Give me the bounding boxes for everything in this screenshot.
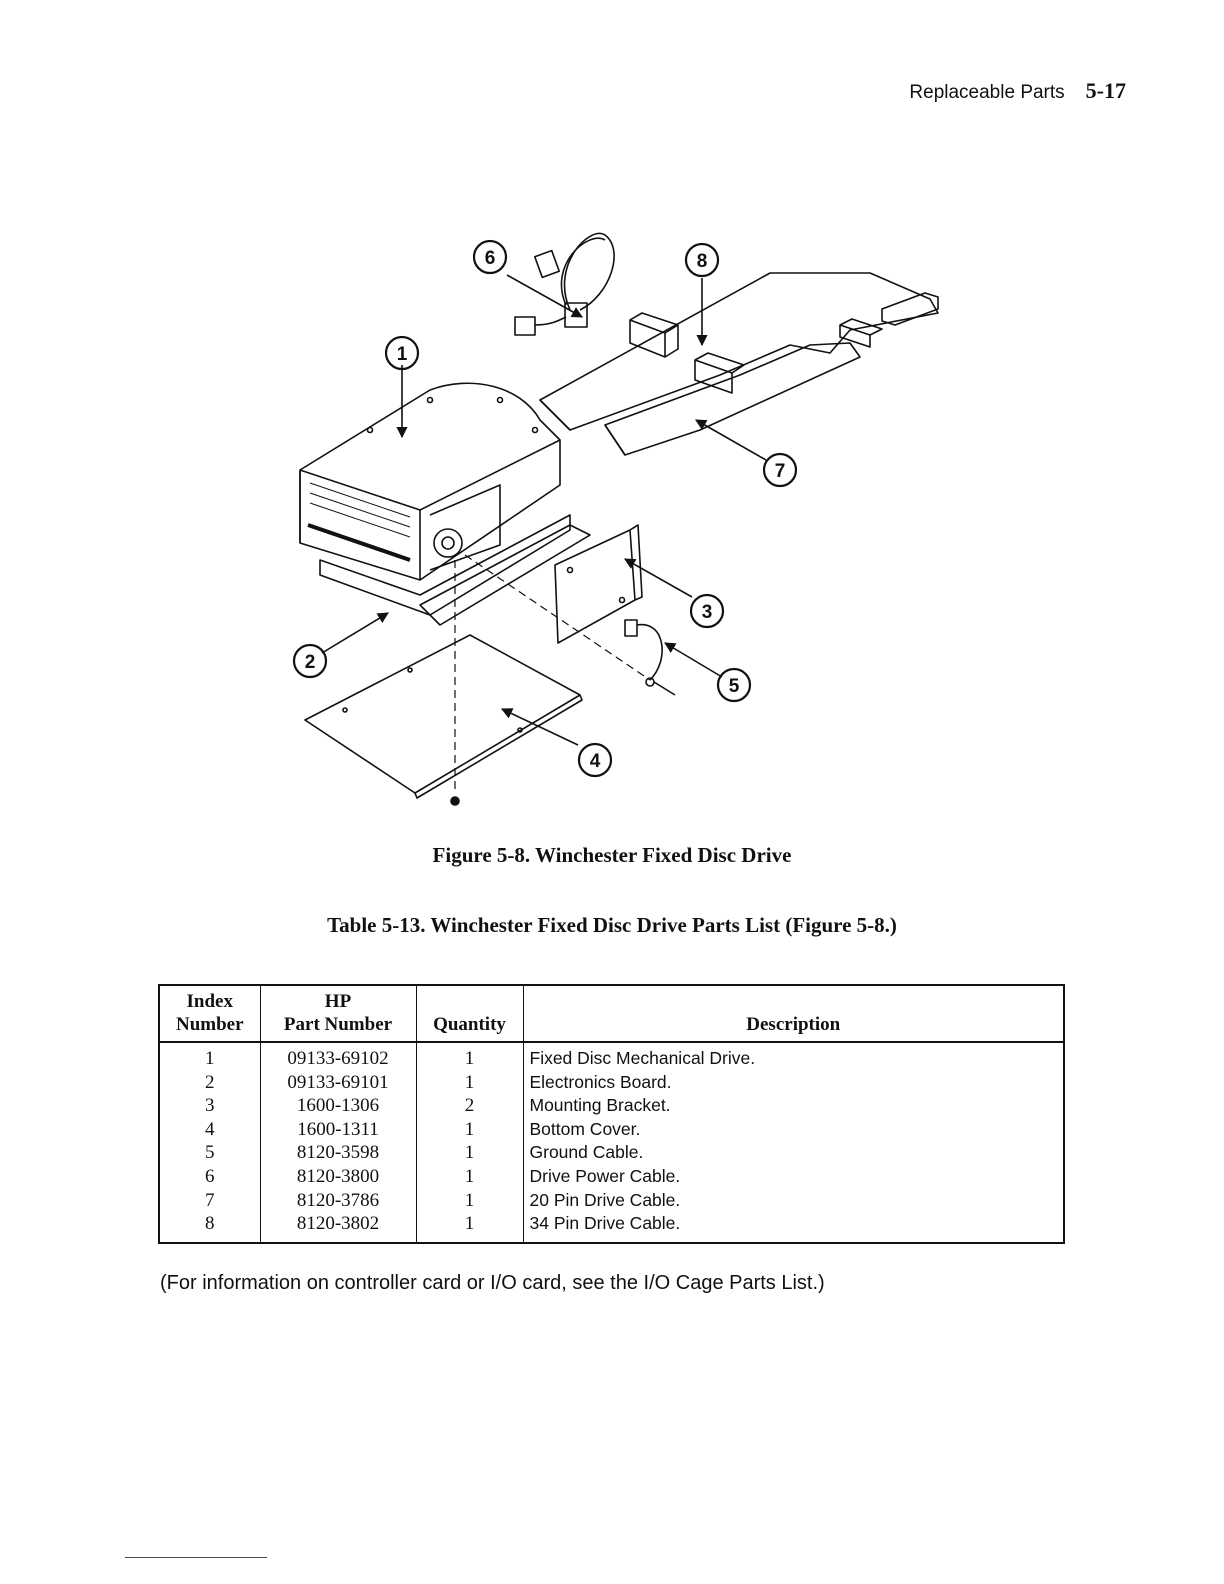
header-part-line2: Part Number — [283, 1014, 393, 1035]
callout-6: 6 — [472, 239, 508, 275]
cell-index: 3 — [158, 1094, 261, 1118]
cell-index: 8 — [158, 1212, 261, 1243]
cell-index: 6 — [158, 1164, 261, 1189]
cell-part-number: 8120-3802 — [259, 1212, 417, 1243]
cell-description: Mounting Bracket. — [522, 1094, 1065, 1118]
power-cable-drawing — [514, 232, 615, 336]
electronics-board-drawing — [419, 524, 591, 626]
cell-description: Electronics Board. — [522, 1070, 1065, 1095]
svg-text:8: 8 — [697, 251, 708, 272]
page-number: 5-17 — [1085, 78, 1126, 103]
ribbon-cables-drawing — [539, 272, 939, 456]
cell-index: 1 — [158, 1042, 261, 1071]
footer-rule — [125, 1557, 267, 1558]
cell-quantity: 1 — [415, 1117, 524, 1142]
cell-quantity: 1 — [415, 1141, 524, 1165]
callout-4: 4 — [577, 742, 613, 778]
svg-text:1: 1 — [397, 344, 408, 365]
cell-index: 2 — [158, 1070, 261, 1095]
bottom-cover-drawing — [304, 634, 583, 799]
table-header-row: Index Number HP Part Number Quantity Des… — [158, 985, 1065, 1043]
cell-index: 7 — [158, 1188, 261, 1213]
cell-description: Drive Power Cable. — [522, 1164, 1065, 1189]
table-row: 8 8120-3802 1 34 Pin Drive Cable. — [158, 1212, 1065, 1243]
table-title: Table 5-13. Winchester Fixed Disc Drive … — [327, 913, 897, 937]
header-index-line1: Index — [186, 991, 233, 1012]
svg-text:5: 5 — [729, 676, 740, 697]
svg-text:7: 7 — [775, 461, 786, 482]
header-index-number: Index Number — [158, 985, 261, 1043]
header-part-number: HP Part Number — [259, 985, 417, 1043]
cell-description: 34 Pin Drive Cable. — [522, 1212, 1065, 1243]
ground-cable-drawing — [624, 619, 676, 696]
figure-caption: Figure 5-8. Winchester Fixed Disc Drive — [432, 843, 792, 867]
callout-3: 3 — [689, 593, 725, 629]
cell-quantity: 2 — [415, 1094, 524, 1118]
cell-description: Ground Cable. — [522, 1141, 1065, 1165]
exploded-view-drawing: 1 2 3 4 5 6 7 8 — [292, 232, 939, 806]
header-index-line2: Number — [175, 1014, 244, 1035]
svg-text:6: 6 — [485, 248, 496, 269]
table-row: 4 1600-1311 1 Bottom Cover. — [158, 1117, 1065, 1142]
table-row: 7 8120-3786 1 20 Pin Drive Cable. — [158, 1188, 1065, 1213]
cell-part-number: 8120-3800 — [259, 1164, 417, 1189]
cell-part-number: 1600-1306 — [259, 1094, 417, 1118]
table-row: 6 8120-3800 1 Drive Power Cable. — [158, 1164, 1065, 1189]
callout-8: 8 — [684, 242, 720, 278]
cell-part-number: 09133-69102 — [259, 1042, 417, 1071]
callout-2: 2 — [292, 643, 328, 679]
header-part-line1: HP — [324, 991, 352, 1012]
svg-text:2: 2 — [305, 652, 316, 673]
cell-quantity: 1 — [415, 1164, 524, 1189]
cell-index: 5 — [158, 1141, 261, 1165]
table-row: 3 1600-1306 2 Mounting Bracket. — [158, 1094, 1065, 1118]
svg-text:4: 4 — [590, 751, 601, 772]
callout-1: 1 — [384, 335, 420, 371]
svg-text:3: 3 — [702, 602, 713, 623]
cell-index: 4 — [158, 1117, 261, 1142]
table-row: 1 09133-69102 1 Fixed Disc Mechanical Dr… — [158, 1042, 1065, 1071]
footnote-io-cage: (For information on controller card or I… — [160, 1272, 825, 1294]
header-quantity: Quantity — [415, 985, 524, 1043]
screw-drawing — [450, 796, 460, 806]
cell-part-number: 8120-3786 — [259, 1188, 417, 1213]
cell-quantity: 1 — [415, 1212, 524, 1243]
callout-7: 7 — [762, 452, 798, 488]
section-title: Replaceable Parts — [909, 82, 1065, 103]
cell-description: Fixed Disc Mechanical Drive. — [522, 1042, 1065, 1071]
callout-5: 5 — [716, 667, 752, 703]
cell-part-number: 1600-1311 — [259, 1117, 417, 1142]
table-row: 5 8120-3598 1 Ground Cable. — [158, 1141, 1065, 1165]
drive-housing-drawing — [299, 382, 571, 616]
header-description: Description — [522, 985, 1065, 1043]
parts-list-table: Index Number HP Part Number Quantity Des… — [158, 984, 1065, 1244]
table-row: 2 09133-69101 1 Electronics Board. — [158, 1070, 1065, 1095]
cell-quantity: 1 — [415, 1042, 524, 1071]
cell-description: Bottom Cover. — [522, 1117, 1065, 1142]
page-header: Replaceable Parts 5-17 — [909, 78, 1126, 104]
cell-quantity: 1 — [415, 1070, 524, 1095]
leader-arrows — [321, 274, 767, 746]
cell-quantity: 1 — [415, 1188, 524, 1213]
cell-part-number: 8120-3598 — [259, 1141, 417, 1165]
alignment-lines — [454, 554, 651, 790]
cell-description: 20 Pin Drive Cable. — [522, 1188, 1065, 1213]
cell-part-number: 09133-69101 — [259, 1070, 417, 1095]
